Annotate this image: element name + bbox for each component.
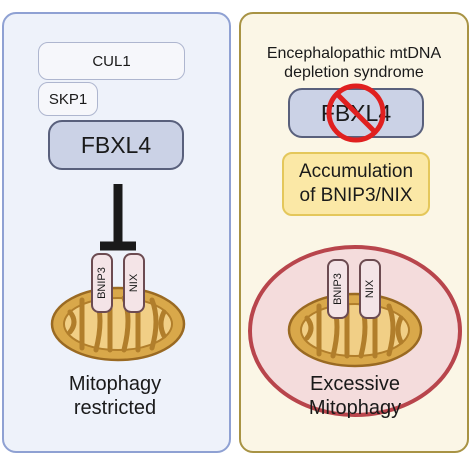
bnip3-label-right: BNIP3	[332, 273, 344, 305]
skp1-box: SKP1	[38, 82, 98, 116]
bnip3-receptor-left: BNIP3	[91, 253, 113, 313]
left-caption: Mitophagy restricted	[20, 372, 210, 420]
left-caption-line1: Mitophagy	[68, 373, 162, 395]
mitochondrion-right	[287, 292, 423, 368]
right-caption-line2: Mitophagy	[308, 397, 402, 419]
left-caption-line2: restricted	[73, 397, 157, 419]
cul1-label: CUL1	[92, 52, 131, 70]
accumulation-line1: Accumulation	[298, 161, 414, 183]
fbxl4-box: FBXL4	[48, 120, 184, 170]
nix-receptor-left: NIX	[123, 253, 145, 313]
bnip3-receptor-right: BNIP3	[327, 259, 349, 319]
inhibition-arrow	[100, 184, 136, 251]
right-caption-line1: Excessive	[309, 373, 401, 395]
right-caption: Excessive Mitophagy	[250, 372, 460, 420]
mitochondrion-left	[50, 286, 186, 362]
fbxl4-label: FBXL4	[80, 131, 152, 158]
accumulation-box: Accumulation of BNIP3/NIX	[282, 152, 430, 216]
nix-receptor-right: NIX	[359, 259, 381, 319]
nix-label-right: NIX	[364, 279, 376, 298]
skp1-label: SKP1	[48, 90, 88, 108]
accumulation-line2: of BNIP3/NIX	[299, 185, 413, 206]
disease-title-line1: Encephalopathic mtDNA	[266, 45, 442, 62]
bnip3-label-left: BNIP3	[96, 267, 108, 299]
cul1-box: CUL1	[38, 42, 185, 80]
disease-title: Encephalopathic mtDNA depletion syndrome	[244, 44, 464, 82]
disease-title-line2: depletion syndrome	[284, 64, 424, 82]
prohibition-icon	[326, 83, 386, 143]
nix-label-left: NIX	[128, 273, 140, 292]
